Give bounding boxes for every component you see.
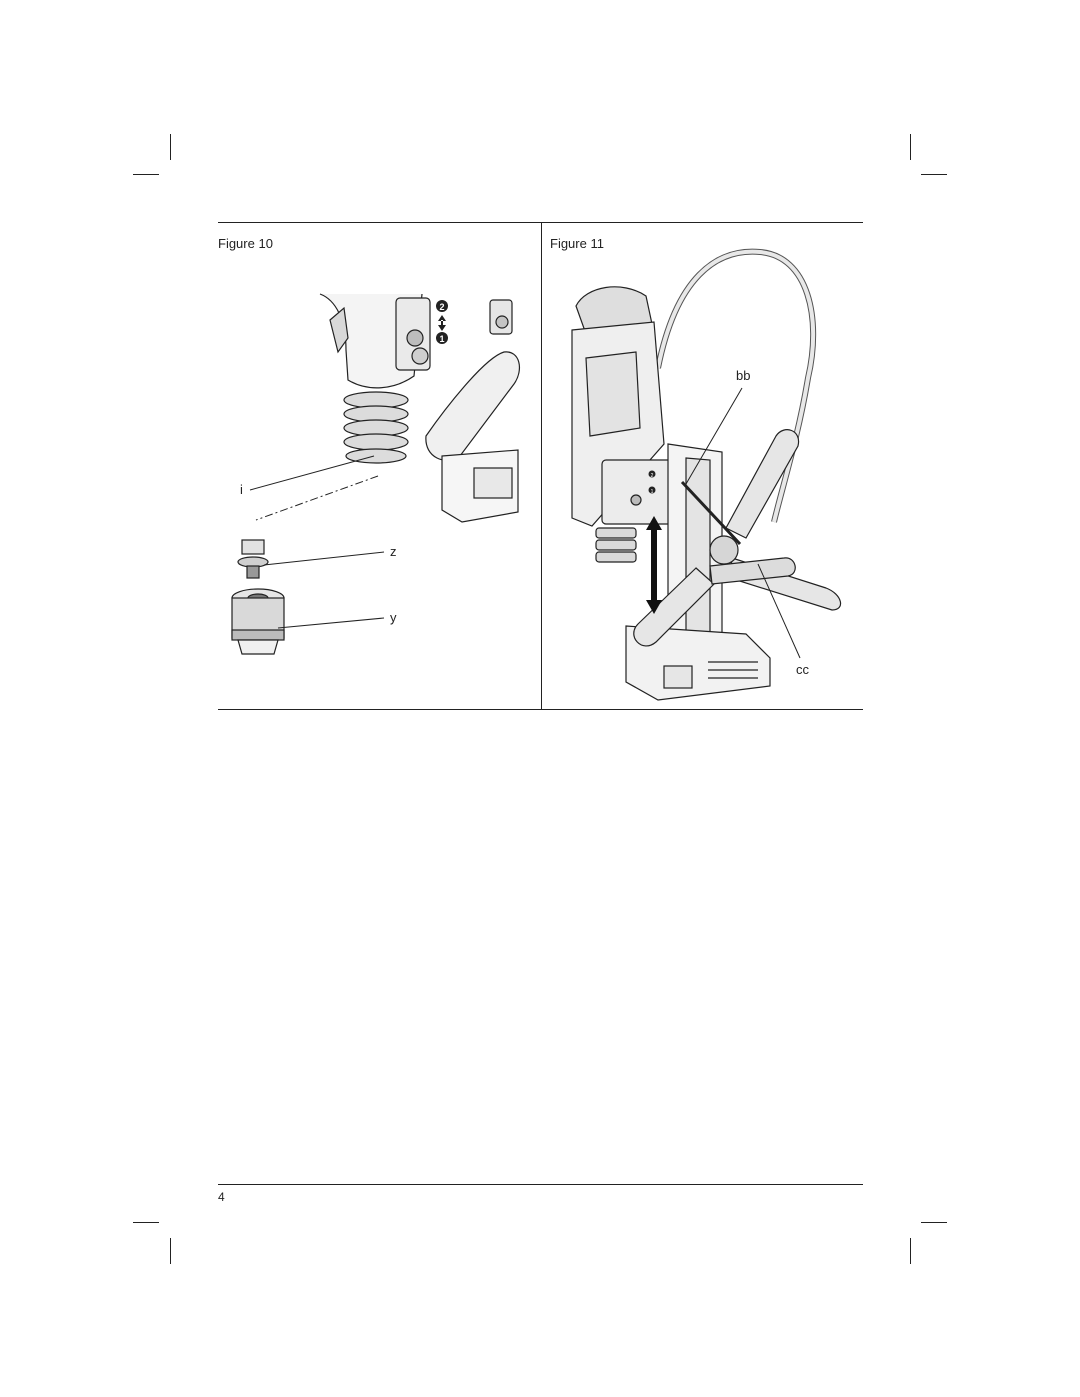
- badge-1-figure-10: 1: [439, 334, 444, 344]
- callout-i: i: [240, 482, 243, 497]
- crop-mark-bottom-left-horizontal: [133, 1222, 159, 1223]
- travel-arrow: [646, 516, 662, 614]
- badge-1-figure-11: 1: [651, 489, 654, 495]
- feed-handle-upper: [725, 429, 800, 539]
- figure-11-illustration: 2 1 bb cc: [571, 248, 842, 701]
- magnetic-base: [625, 625, 771, 701]
- crop-mark-bottom-right-horizontal: [921, 1222, 947, 1223]
- footer-rule: [218, 1184, 863, 1185]
- page-number: 4: [218, 1190, 225, 1204]
- chuck-arbor: [237, 539, 269, 579]
- hex-key: [680, 480, 742, 546]
- badge-2-figure-11: 2: [651, 473, 654, 479]
- figure-frame-bottom-rule: [218, 709, 863, 710]
- feed-handle-lower: [633, 567, 715, 647]
- figure-frame-top-rule: [218, 222, 863, 223]
- cross-handle-grip: [709, 557, 796, 585]
- drill-chuck: [231, 588, 285, 655]
- spindle-bellows: [343, 391, 409, 464]
- crop-mark-top-right-horizontal: [921, 174, 947, 175]
- crop-mark-top-left-vertical: [170, 134, 171, 160]
- crop-mark-top-right-vertical: [910, 134, 911, 160]
- callout-bb: bb: [736, 368, 750, 383]
- motor-cap: [575, 286, 653, 335]
- figure-frame-divider: [541, 222, 542, 710]
- figure-11-title: Figure 11: [550, 236, 604, 251]
- badge-2-figure-10: 2: [439, 302, 444, 312]
- callout-z: z: [390, 544, 397, 559]
- figure-10-title: Figure 10: [218, 236, 273, 251]
- callout-y: y: [390, 610, 397, 625]
- figure-10-illustration: 2 1 i z y: [231, 293, 521, 655]
- callout-cc: cc: [796, 662, 810, 677]
- crop-mark-bottom-right-vertical: [910, 1238, 911, 1264]
- crop-mark-top-left-horizontal: [133, 174, 159, 175]
- feed-handle: [425, 351, 521, 461]
- crop-mark-bottom-left-vertical: [170, 1238, 171, 1264]
